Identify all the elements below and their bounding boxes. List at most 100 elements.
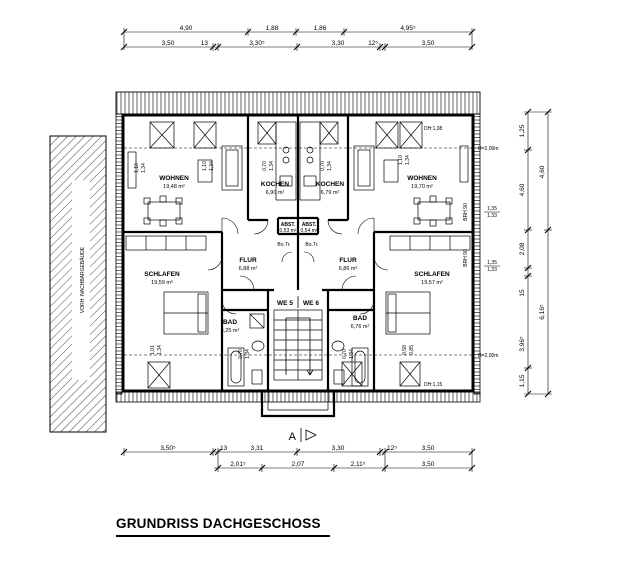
window-tag-6a: 1,01 — [150, 345, 156, 355]
window-tag-1b: 1,34 — [141, 163, 147, 173]
window-dim-4: 1,33 — [487, 267, 497, 273]
drawing-title: GRUNDRISS DACHGESCHOSS — [116, 516, 321, 531]
dim-top-1: 4,90 — [180, 25, 193, 32]
window-tag-3a: 0,70 — [262, 161, 268, 171]
window-dim-1: 1,35 — [487, 206, 497, 212]
room-area-abst-right: 0,54 m² — [301, 228, 318, 234]
furniture — [125, 121, 471, 387]
room-area-kochen-right: 6,79 m² — [321, 190, 340, 196]
section-marker-label: A — [289, 431, 297, 443]
room-name-wohnen-left: WOHNEN — [159, 175, 189, 182]
window-tag-1a: 1,10 — [134, 163, 140, 173]
dim-bottom2-3: 2,11⁵ — [351, 461, 366, 468]
roof-eave-bottom — [115, 391, 481, 403]
window-tag-6b: 1,34 — [157, 345, 163, 355]
room-area-schlafen-left: 19,59 m² — [151, 280, 173, 286]
dim-top-4: 4,95⁵ — [400, 25, 416, 32]
window-tags: 1,10 1,34 1,10 1,34 0,70 1,34 0,70 1,34 … — [134, 155, 415, 359]
room-area-wohnen-right: 19,70 m² — [411, 184, 433, 190]
dim-top-3: 1,86 — [314, 25, 327, 32]
room-area-wohnen-left: 19,48 m² — [163, 184, 185, 190]
entrance-bay — [260, 391, 336, 418]
top-dimension-chains — [120, 28, 476, 51]
roof-eave-top — [115, 91, 481, 115]
door-label-right: Bo.Tr. — [305, 242, 318, 248]
room-name-abst-left: ABST. — [281, 222, 296, 228]
room-name-flur-left: FLUR — [239, 257, 257, 264]
dim-right-outer-1: 4,60 — [539, 165, 546, 178]
door-swings — [207, 217, 389, 315]
room-name-kochen-left: KOCHEN — [261, 181, 289, 188]
window-tag-7b: 1,34 — [245, 349, 251, 359]
window-tag-4b: 1,34 — [327, 161, 333, 171]
brh-label-1: BRH 90 — [463, 203, 469, 221]
dim-top2-2: 13 — [201, 40, 209, 47]
dim-bottom-4: 3,30 — [332, 445, 345, 452]
dim-bottom-2: 13 — [220, 445, 228, 452]
window-tag-2a: 1,10 — [202, 161, 208, 171]
dim-top2-4: 3,30 — [332, 40, 345, 47]
h-label-2: H=2,00m — [478, 353, 498, 359]
dim-bottom2-1: 2,01⁵ — [230, 461, 246, 468]
door-label-left: Bo.Tr. — [277, 242, 290, 248]
unit-label-we6: WE 6 — [303, 300, 319, 307]
staircase — [273, 309, 323, 381]
brh-label-2: BRH 90 — [463, 249, 469, 267]
dim-bottom2-4: 3,50 — [422, 461, 435, 468]
room-area-flur-right: 6,86 m² — [339, 266, 358, 272]
bottom-dimension-chains — [120, 448, 476, 472]
dh-label-2: DH:1,15 — [424, 382, 443, 388]
window-tag-4a: 0,70 — [320, 161, 326, 171]
roof-eave-left — [115, 113, 123, 395]
roof-eave-right — [473, 113, 481, 395]
window-dim-2: 1,33 — [487, 213, 497, 219]
room-area-schlafen-right: 19,57 m² — [421, 280, 443, 286]
room-name-schlafen-right: SCHLAFEN — [414, 271, 450, 278]
right-dimension-chains — [524, 108, 552, 398]
room-name-wohnen-right: WOHNEN — [407, 175, 437, 182]
room-area-abst-left: 0,53 m² — [280, 228, 297, 234]
window-tag-8b: 1,34 — [349, 349, 355, 359]
window-tag-8a: 0,70 — [342, 349, 348, 359]
neighbour-building-label: VORH. NACHBARGEBÄUDE — [79, 246, 86, 313]
window-tag-7a: 0,70 — [238, 349, 244, 359]
dim-top2-5: 12⁵ — [368, 40, 378, 47]
dim-right-outer-2: 6,16⁵ — [539, 304, 546, 320]
window-tag-9b: 0,85 — [409, 345, 415, 355]
window-tag-2b: 1,34 — [209, 161, 215, 171]
slope-lines — [124, 147, 472, 356]
outer-walls — [121, 113, 475, 393]
dim-right-2: 4,60 — [519, 183, 526, 196]
dim-top2-6: 3,50 — [422, 40, 435, 47]
room-area-bad-right: 6,76 m² — [351, 324, 370, 330]
title-underline — [116, 535, 330, 537]
dim-bottom-1: 3,50⁵ — [160, 445, 176, 452]
unit-label-we5: WE 5 — [277, 300, 293, 307]
dim-right-4: 15 — [519, 289, 526, 297]
room-name-abst-right: ABST. — [302, 222, 317, 228]
room-area-flur-left: 6,88 m² — [239, 266, 258, 272]
room-name-bad-right: BAD — [353, 315, 367, 322]
window-tag-5a: 1,10 — [398, 155, 404, 165]
dh-label-1: DH:1,08 — [424, 126, 443, 132]
room-name-bad-left: BAD — [223, 319, 237, 326]
room-area-kochen-left: 6,90 m² — [266, 190, 285, 196]
section-marker-arrow-icon — [300, 428, 317, 442]
window-dim-3: 1,35 — [487, 260, 497, 266]
dim-top-2: 1,88 — [266, 25, 279, 32]
dim-bottom2-2: 2,07 — [292, 461, 305, 468]
room-name-kochen-right: KOCHEN — [316, 181, 344, 188]
room-area-bad-left: 6,25 m² — [221, 328, 240, 334]
dim-bottom-3: 3,31 — [251, 445, 264, 452]
dim-right-5: 3,96⁵ — [519, 336, 526, 352]
window-tag-3b: 1,34 — [269, 161, 275, 171]
dim-top2-3: 3,30⁵ — [249, 40, 265, 47]
room-name-flur-right: FLUR — [339, 257, 357, 264]
dim-top2-1: 3,50 — [162, 40, 175, 47]
room-name-schlafen-left: SCHLAFEN — [144, 271, 180, 278]
dim-bottom-6: 3,50 — [422, 445, 435, 452]
dim-right-1: 1,25 — [519, 124, 526, 137]
h-label-1: H=2,00m — [478, 146, 498, 152]
dim-bottom-5: 12⁵ — [387, 445, 397, 452]
